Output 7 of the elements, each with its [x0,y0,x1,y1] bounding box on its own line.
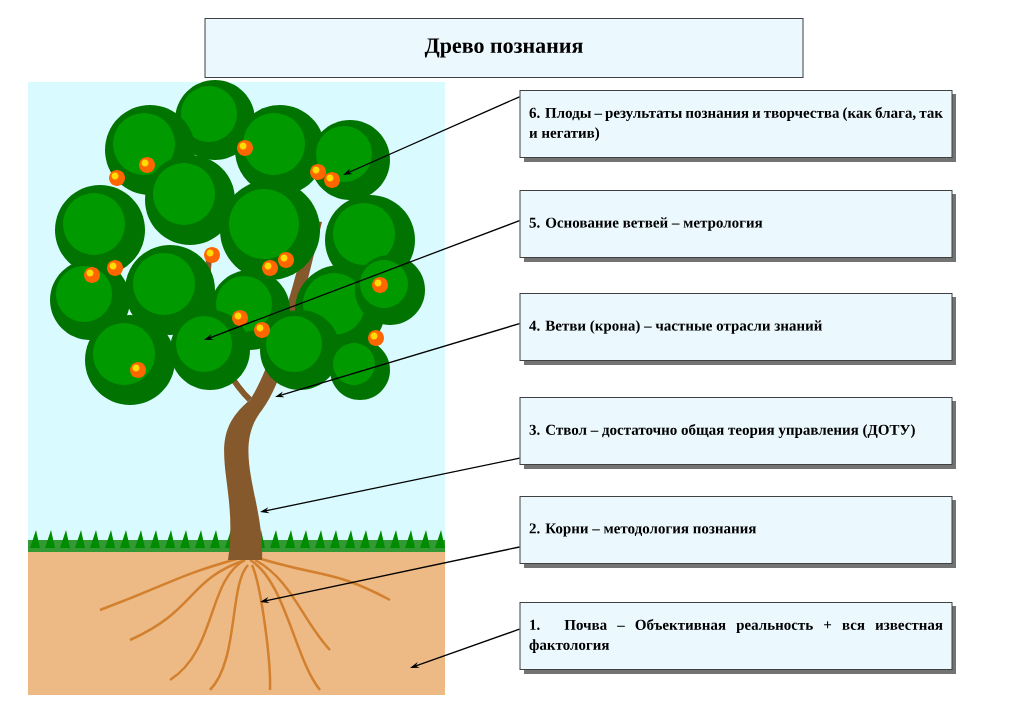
text-box: 2. Корни – методология познания [519,496,953,564]
title-box: Древо познания [204,18,804,78]
text-box: 1. Почва – Объективная реальность + вся известная фактология [519,602,953,670]
text-box: 5. Основание ветвей – метрология [519,190,953,258]
text-box: 3. Ствол – достаточно общая теория управления (ДОТУ) [519,397,953,465]
text-box: 4. Ветви (крона) – частные отрасли знаний [519,293,953,361]
text-box: 6. Плоды – результаты познания и творчества (как блага, так и негатив) [519,90,953,158]
